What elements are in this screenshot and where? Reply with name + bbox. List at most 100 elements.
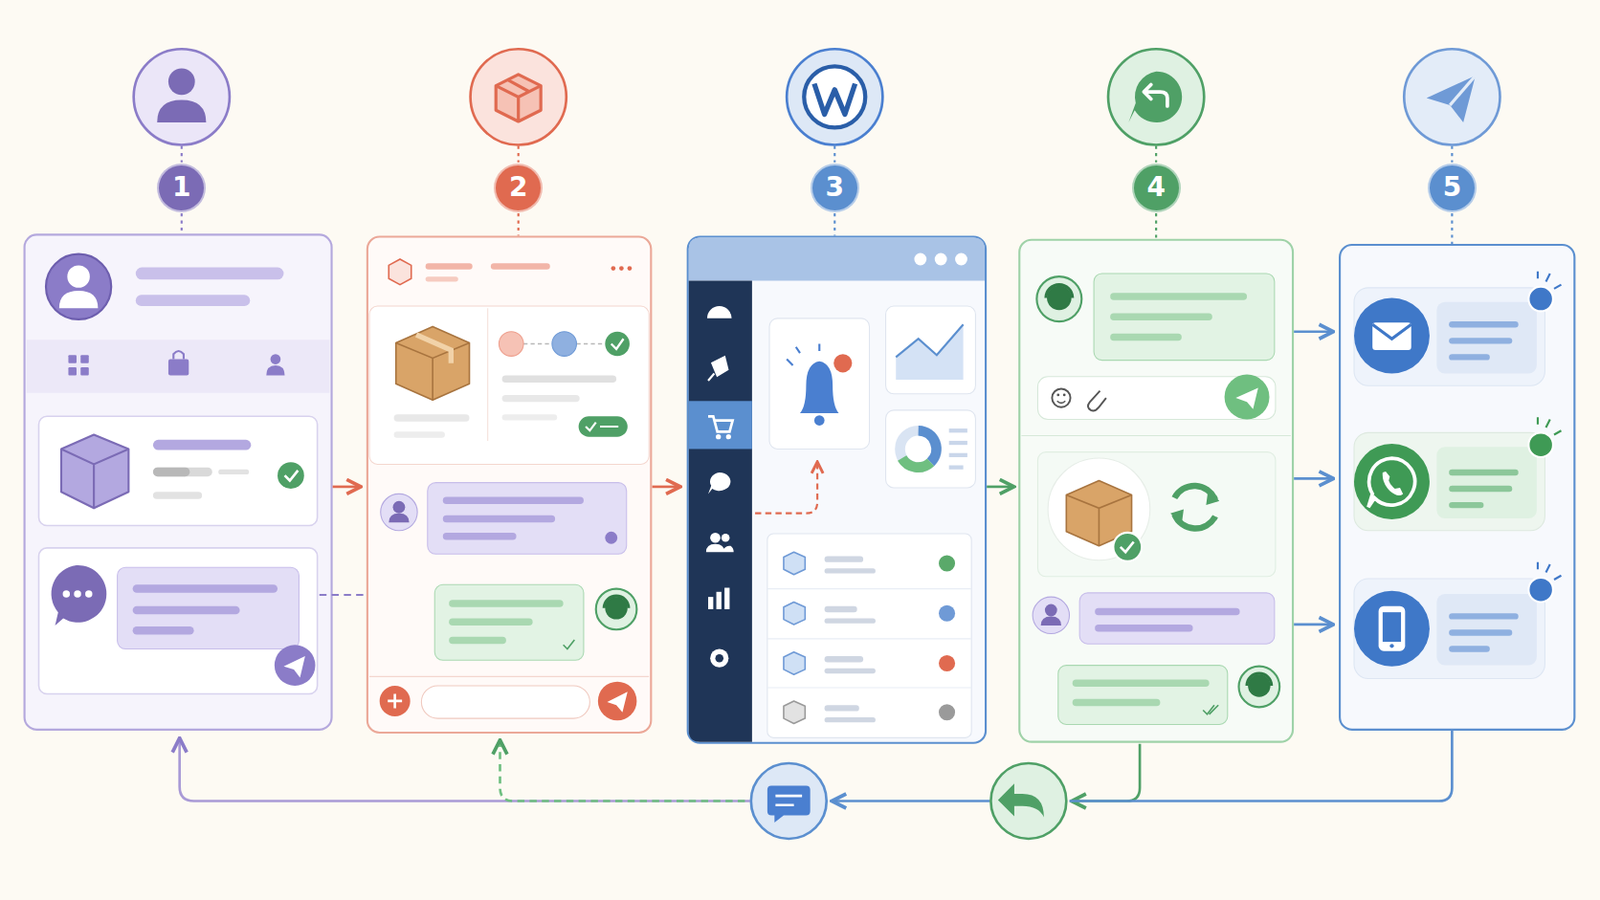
panel-order-part [552, 332, 578, 357]
panel-order-part [425, 263, 473, 269]
flow-arrows-part [1293, 623, 1332, 627]
panel-notify-part [1368, 458, 1416, 508]
panel-profile-part [63, 590, 70, 598]
panel-dashboard-part-part [824, 606, 858, 613]
panel-order-part [606, 691, 627, 712]
panel-order-part [627, 266, 633, 271]
panel-support-part [1036, 276, 1082, 322]
step-number: 3 [825, 174, 845, 201]
feedback-loop-part [1073, 744, 1140, 802]
panel-profile [24, 234, 394, 730]
panel-order-part [598, 682, 638, 722]
panel-profile-part [45, 254, 112, 320]
panel-dashboard-part [934, 253, 948, 267]
panel-order-part [611, 266, 617, 271]
panel-notify-part [1354, 298, 1430, 375]
panel-profile-part [274, 644, 316, 687]
panel-dashboard-part [938, 555, 956, 572]
panel-notify-part-part [1448, 337, 1512, 344]
panel-order-part [380, 493, 418, 531]
panel-support-part [1045, 285, 1073, 299]
step-number-circle: 3 [810, 163, 860, 213]
panel-support-part [1110, 333, 1182, 341]
panel-dashboard-part [814, 415, 825, 426]
panel-dashboard-part-part [824, 568, 876, 574]
panel-profile-part [66, 265, 89, 288]
feedback-loop-part [179, 739, 751, 801]
panel-profile-part [153, 491, 202, 499]
panel-dashboard-part-part [783, 552, 805, 575]
panel-dashboard-part [767, 533, 972, 738]
panel-profile-part-part [270, 354, 282, 365]
panel-notify-part [1537, 271, 1562, 289]
panel-dashboard-part-part [783, 701, 805, 724]
panel-dashboard-part [955, 253, 968, 267]
icon-send-part [1426, 75, 1476, 123]
flow-arrows-part [333, 486, 360, 489]
step-number-circle: 1 [156, 163, 206, 213]
panel-dashboard-part-part [824, 555, 865, 562]
icon-send [1403, 48, 1500, 145]
panel-notify-part [1389, 644, 1394, 648]
panel-dashboard-part-part [824, 668, 876, 674]
panel-support-part [1032, 597, 1069, 634]
panel-dashboard-part-part [710, 533, 721, 544]
panel-support-part [1063, 394, 1067, 398]
panel-notify-part [1354, 432, 1545, 531]
icon-send-part [1403, 48, 1500, 145]
panel-support-part [1235, 387, 1258, 409]
panel-support-part [1072, 680, 1210, 688]
panel-profile-part [153, 440, 251, 451]
panel-order-part [369, 676, 649, 678]
panel-dashboard-part [833, 354, 852, 373]
panel-order-part [394, 414, 470, 422]
panel-support-part [1120, 542, 1134, 554]
panel-dashboard-part [938, 704, 956, 721]
panel-support-part [1246, 673, 1272, 687]
panel-dashboard-part [688, 237, 986, 744]
panel-profile-part [283, 656, 305, 678]
panel-order-part [502, 376, 617, 383]
step-number-circle: 5 [1427, 163, 1477, 213]
panel-notify-part [1528, 287, 1554, 312]
icon-package-part [495, 74, 541, 122]
panel-notify-part-part [1448, 469, 1519, 476]
feedback-loop-part [833, 800, 990, 803]
panel-notify-part [1537, 562, 1562, 580]
icon-user [133, 48, 230, 145]
panel-dashboard-part [688, 238, 985, 282]
feedback-loop-part [1069, 731, 1453, 802]
panel-notify-part [1372, 322, 1412, 351]
icon-user-part [168, 67, 196, 95]
panel-dashboard-part-part [708, 472, 731, 494]
panel-dashboard-part [688, 280, 753, 742]
panel-dashboard-part-part [824, 619, 876, 624]
panel-dashboard-part-part [824, 705, 860, 712]
panel-order-part [502, 395, 580, 402]
panel-support-part [1041, 616, 1062, 626]
panel-order-part [578, 416, 628, 437]
panel-profile-part-part [168, 359, 189, 377]
panel-dashboard-part-part [724, 588, 730, 610]
panel-profile-part-part [67, 355, 77, 364]
panel-order-part [387, 693, 402, 709]
panel-order-part [394, 431, 445, 438]
panel-profile-part [26, 339, 331, 393]
panel-support-part [1058, 666, 1228, 726]
feedback-loop [179, 731, 1453, 840]
panel-profile-part [277, 462, 305, 489]
panel-dashboard-part-part [716, 592, 722, 610]
step-number: 2 [509, 174, 528, 201]
panel-profile-part [39, 416, 318, 526]
icon-reply-chat-part [1128, 71, 1182, 123]
flow-arrows-part [1293, 477, 1332, 481]
panel-profile-part [135, 267, 285, 281]
panel-order-part [393, 501, 406, 514]
feedback-loop-part [998, 783, 1045, 818]
panel-support-part [1094, 608, 1240, 616]
panel-profile-part [153, 467, 190, 478]
panel-dashboard-part [767, 588, 972, 590]
panel-support-part [1051, 388, 1070, 407]
icon-wordpress-part [803, 66, 866, 128]
